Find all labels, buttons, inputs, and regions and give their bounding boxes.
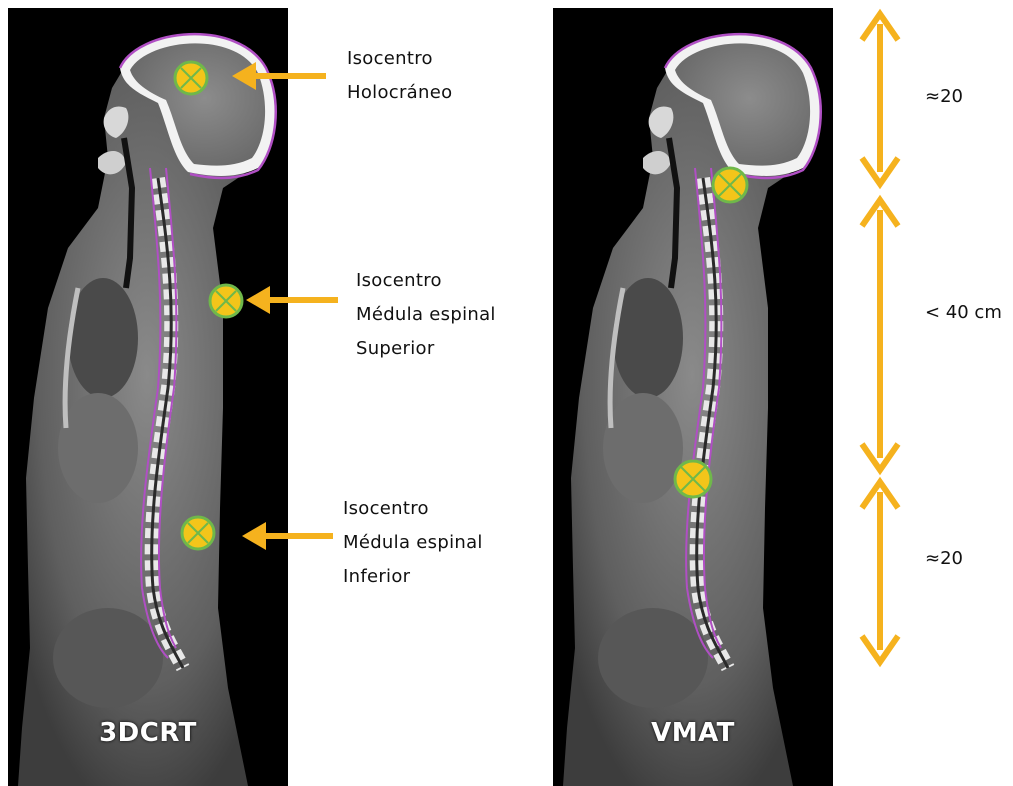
arrow-left-icon	[242, 522, 333, 550]
annotation-line: Isocentro	[356, 264, 496, 298]
arrow-left-icon	[246, 286, 338, 314]
annotation-line: Holocráneo	[347, 76, 452, 110]
annotation-line: Isocentro	[343, 492, 483, 526]
dimension-label-bottom: ≈20	[925, 548, 963, 569]
annotation-line: Superior	[356, 332, 496, 366]
annotation-line: Inferior	[343, 560, 483, 594]
double-arrow-vertical-icon	[862, 200, 898, 470]
arrow-left-icon	[232, 62, 326, 90]
double-arrow-vertical-icon	[862, 14, 898, 184]
dimension-label-top: ≈20	[925, 86, 963, 107]
annotation-line: Médula espinal	[356, 298, 496, 332]
annotation-line: Isocentro	[347, 42, 452, 76]
double-arrow-vertical-icon	[862, 482, 898, 662]
annotation-isocenter-holocraneo: Isocentro Holocráneo	[347, 42, 452, 110]
dimension-label-middle: < 40 cm	[925, 302, 1002, 323]
annotation-line: Médula espinal	[343, 526, 483, 560]
annotation-isocenter-medula-superior: Isocentro Médula espinal Superior	[356, 264, 496, 366]
annotation-isocenter-medula-inferior: Isocentro Médula espinal Inferior	[343, 492, 483, 594]
